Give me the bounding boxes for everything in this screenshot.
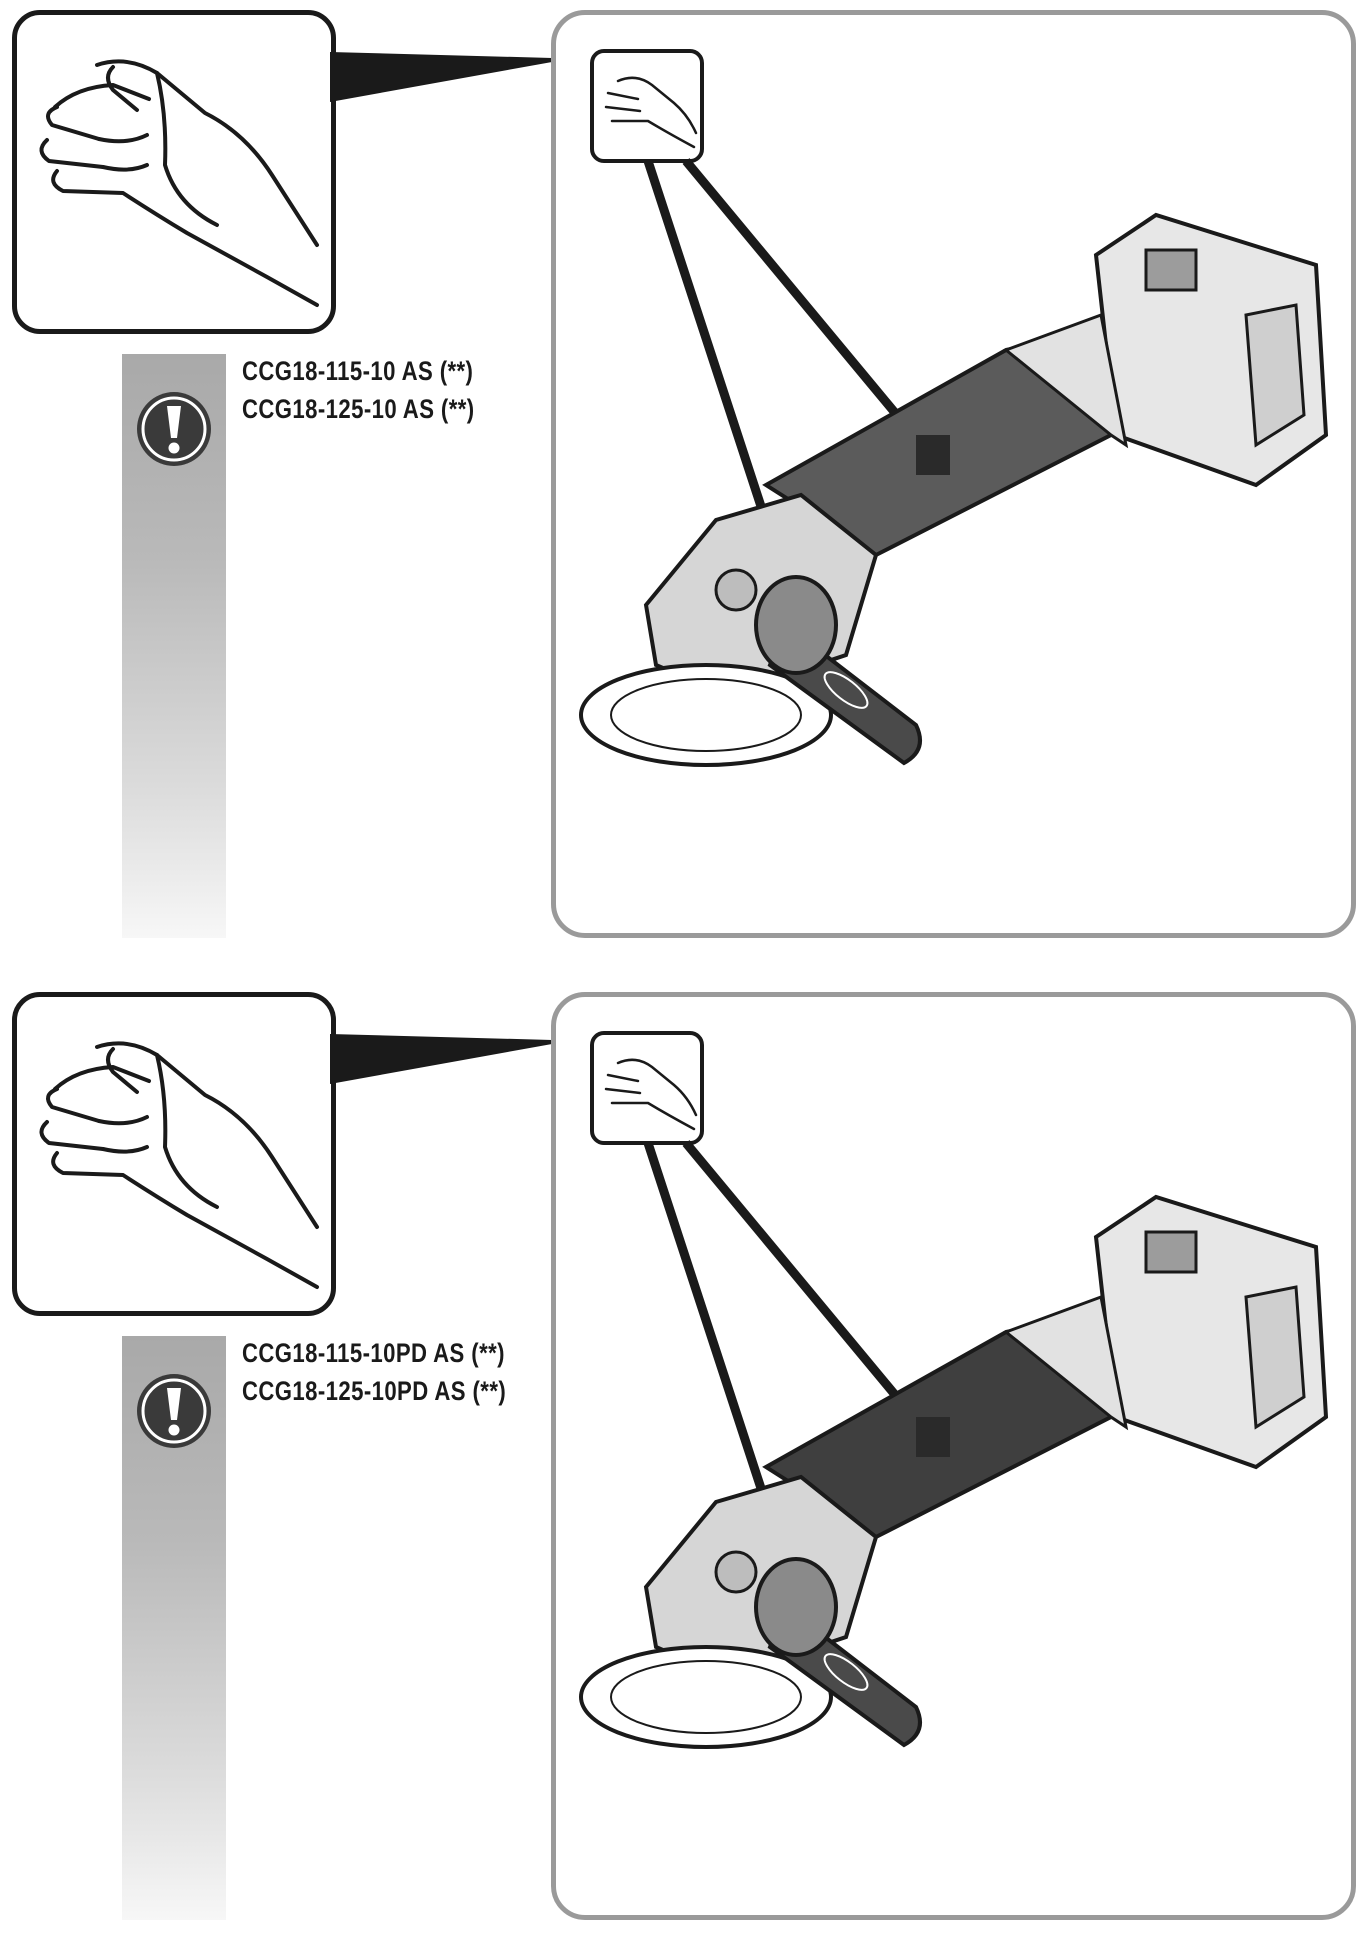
model-list: CCG18-115-10PD AS (**) CCG18-125-10PD AS… (242, 1334, 564, 1410)
callout-connector (330, 52, 552, 102)
exclamation-icon (137, 392, 211, 466)
speed-dial (916, 435, 950, 475)
hand-detail-box (12, 10, 336, 334)
speed-dial (916, 1417, 950, 1457)
open-hand-icon (39, 59, 319, 307)
tool-illustration-frame (551, 992, 1356, 1920)
angle-grinder-illustration (579, 49, 1329, 767)
angle-grinder-illustration (579, 1031, 1329, 1749)
model-list: CCG18-115-10 AS (**) CCG18-125-10 AS (**… (242, 352, 526, 428)
warning-bar (122, 1336, 226, 1920)
hand-inset (590, 49, 704, 163)
warning-bar (122, 354, 226, 938)
callout-connector (330, 1034, 552, 1084)
model-line: CCG18-115-10PD AS (**) (242, 1338, 505, 1368)
tool-illustration-frame (551, 10, 1356, 938)
model-line: CCG18-115-10 AS (**) (242, 356, 474, 386)
exclamation-icon (137, 1374, 211, 1448)
model-line: CCG18-125-10PD AS (**) (242, 1376, 507, 1406)
open-hand-icon (39, 1041, 319, 1289)
instruction-section-1: CCG18-115-10 AS (**) CCG18-125-10 AS (**… (0, 0, 1359, 960)
model-line: CCG18-125-10 AS (**) (242, 394, 475, 424)
instruction-section-2: CCG18-115-10PD AS (**) CCG18-125-10PD AS… (0, 982, 1359, 1942)
hand-inset (590, 1031, 704, 1145)
hand-detail-box (12, 992, 336, 1316)
